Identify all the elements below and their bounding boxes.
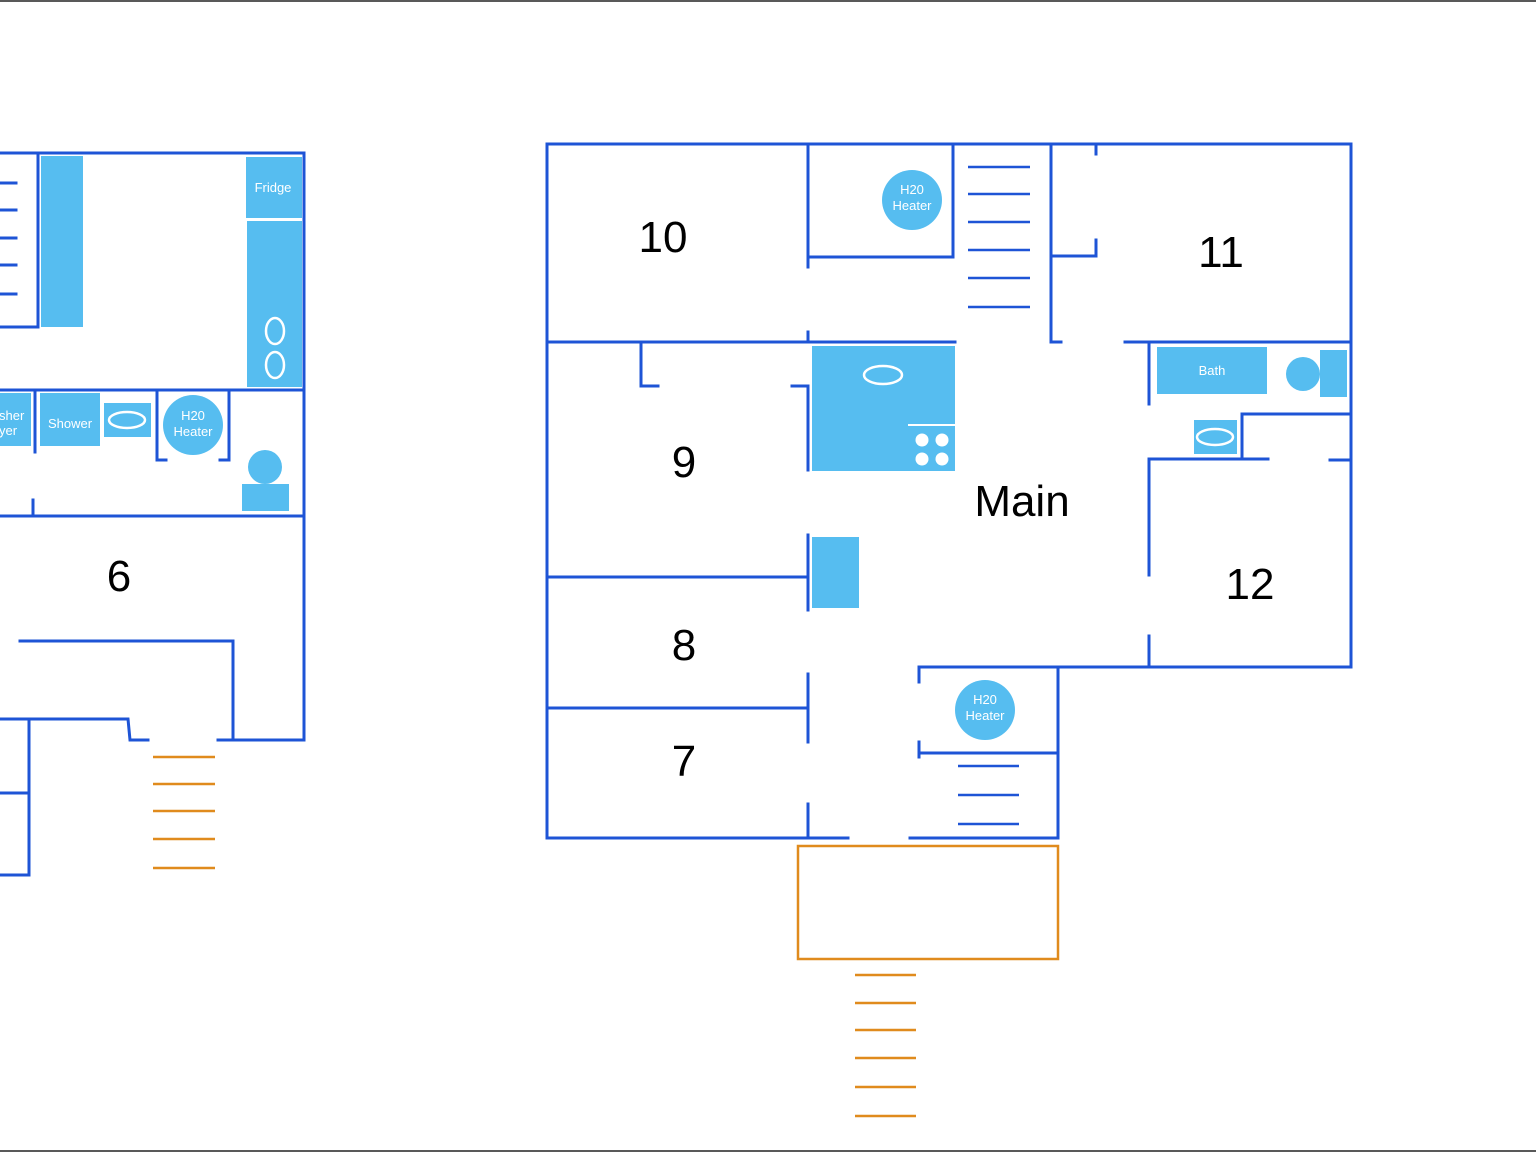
h2o-heater-top: H20 Heater [882,170,942,230]
room-label-12: 12 [1226,560,1275,609]
fridge-label: Fridge [255,180,292,195]
sink-basin-icon [1195,427,1235,447]
double-sink-icon [264,350,286,380]
left-bathroom-sink [104,403,151,437]
left-outdoor-stairs [153,755,215,870]
left-floor-plan: Fridge sher yer Shower H20 Heater [0,151,306,877]
shower: Shower [40,393,100,446]
h2o-heater-top-label-line2: Heater [892,198,932,213]
right-plan-walls [545,142,1353,840]
bathtub: Bath [1157,347,1267,394]
room-label-8: 8 [672,621,696,670]
room-label-6: 6 [107,552,131,601]
left-counter [41,156,83,327]
right-floor-plan: H20 Heater Bath [545,142,1353,1118]
left-plan-walls [0,151,306,877]
washer-dryer: sher yer [0,393,31,446]
h2o-heater-left: H20 Heater [163,395,223,455]
h2o-heater-label-line1: H20 [181,408,205,423]
fridge: Fridge [246,157,302,218]
front-porch [796,844,1060,961]
room-label-7: 7 [672,737,696,786]
interior-stairs-bottom [958,764,1019,826]
right-bathroom-sink [1194,420,1237,454]
h2o-heater-bottom-label-line1: H20 [973,692,997,707]
right-toilet-icon [1286,350,1347,397]
kitchen-island [812,346,955,471]
washer-dryer-label-line2: yer [0,423,18,438]
stove-icon [908,426,955,471]
h2o-heater-top-label-line1: H20 [900,182,924,197]
h2o-heater-bottom: H20 Heater [955,680,1015,740]
main-cabinet [812,537,859,608]
room-label-11: 11 [1198,228,1244,277]
kitchen-counter-with-sink [247,221,302,387]
sink-basin-icon [107,410,147,430]
interior-stairs-top [968,165,1030,309]
room-label-9: 9 [672,438,696,487]
kitchen-sink-icon [862,364,904,386]
room-label-main: Main [974,477,1069,526]
left-toilet-icon [242,450,289,511]
shower-label: Shower [48,416,93,431]
washer-dryer-label-line1: sher [0,408,25,423]
room-label-10: 10 [639,213,688,262]
double-sink-icon [264,316,286,346]
h2o-heater-label-line2: Heater [173,424,213,439]
bath-label: Bath [1199,363,1226,378]
right-outdoor-stairs [855,973,916,1118]
h2o-heater-bottom-label-line2: Heater [965,708,1005,723]
